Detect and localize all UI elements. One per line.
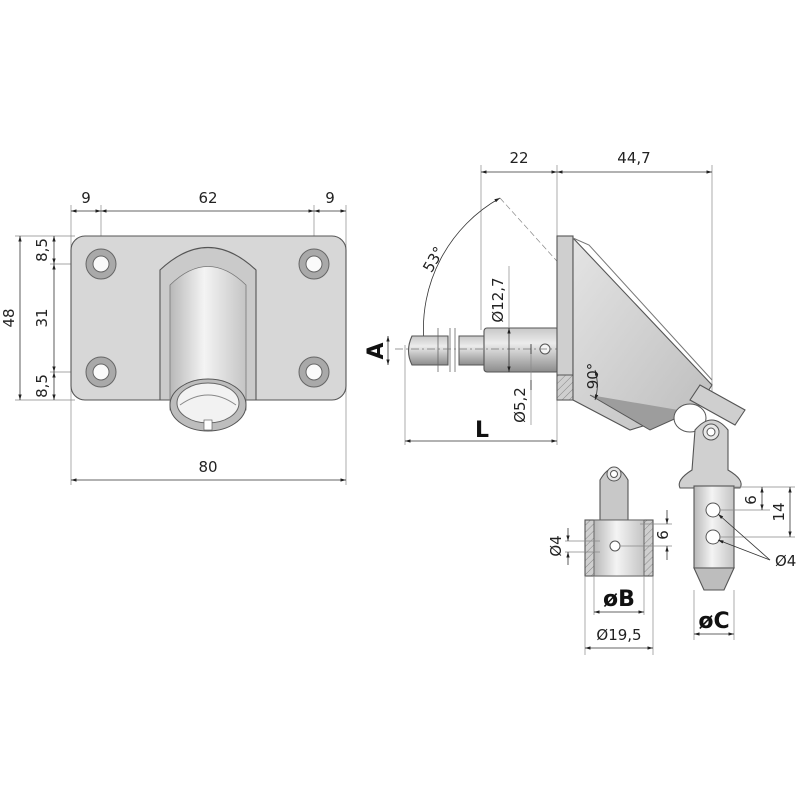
dim-b-outer: Ø19,5	[596, 626, 641, 644]
dim-side-reach: 44,7	[617, 149, 650, 167]
dim-bore-diameter: Ø12,7	[489, 277, 507, 322]
joint-pivot	[678, 419, 742, 489]
dim-plate-height: 48	[0, 308, 18, 327]
side-view: 22 44,7 53° A L Ø12,7 Ø5,2	[364, 149, 746, 489]
dim-hole-spacing-horizontal: 62	[198, 189, 217, 207]
base-plate-view: 9 62 9 80 48 8,5 31 8,5	[0, 189, 347, 485]
dim-c-hole-offset: 6	[742, 495, 760, 505]
dim-top-margin: 8,5	[33, 238, 51, 262]
detail-c: 6 14 Ø4 øC	[693, 485, 796, 640]
mounting-hole-icon	[85, 248, 330, 388]
dim-c-holes: Ø4	[775, 552, 796, 570]
dim-b-hole: Ø4	[547, 535, 565, 556]
dim-plate-left-margin: 9	[81, 189, 91, 207]
dim-tilt-angle: 53°	[419, 243, 448, 275]
dim-c-hole-spacing: 14	[770, 502, 788, 521]
dim-right-angle: 90°	[584, 363, 602, 390]
angled-bracket	[556, 235, 746, 433]
dim-plate-right-margin: 9	[325, 189, 335, 207]
dim-thread-a: A	[364, 342, 389, 359]
dim-length-l: L	[475, 418, 489, 443]
dim-bottom-margin: 8,5	[33, 374, 51, 398]
dim-c-shaft: øC	[698, 609, 729, 634]
dim-pin-hole: Ø5,2	[511, 387, 529, 423]
detail-b: Ø4 6 øB Ø19,5	[547, 466, 672, 655]
dim-hole-spacing-vertical: 31	[33, 308, 51, 327]
dim-side-offset: 22	[509, 149, 528, 167]
dim-plate-width: 80	[198, 458, 217, 476]
dim-b-inner: øB	[603, 587, 635, 612]
threaded-rod	[407, 328, 485, 372]
dim-b-hole-offset: 6	[654, 530, 672, 540]
